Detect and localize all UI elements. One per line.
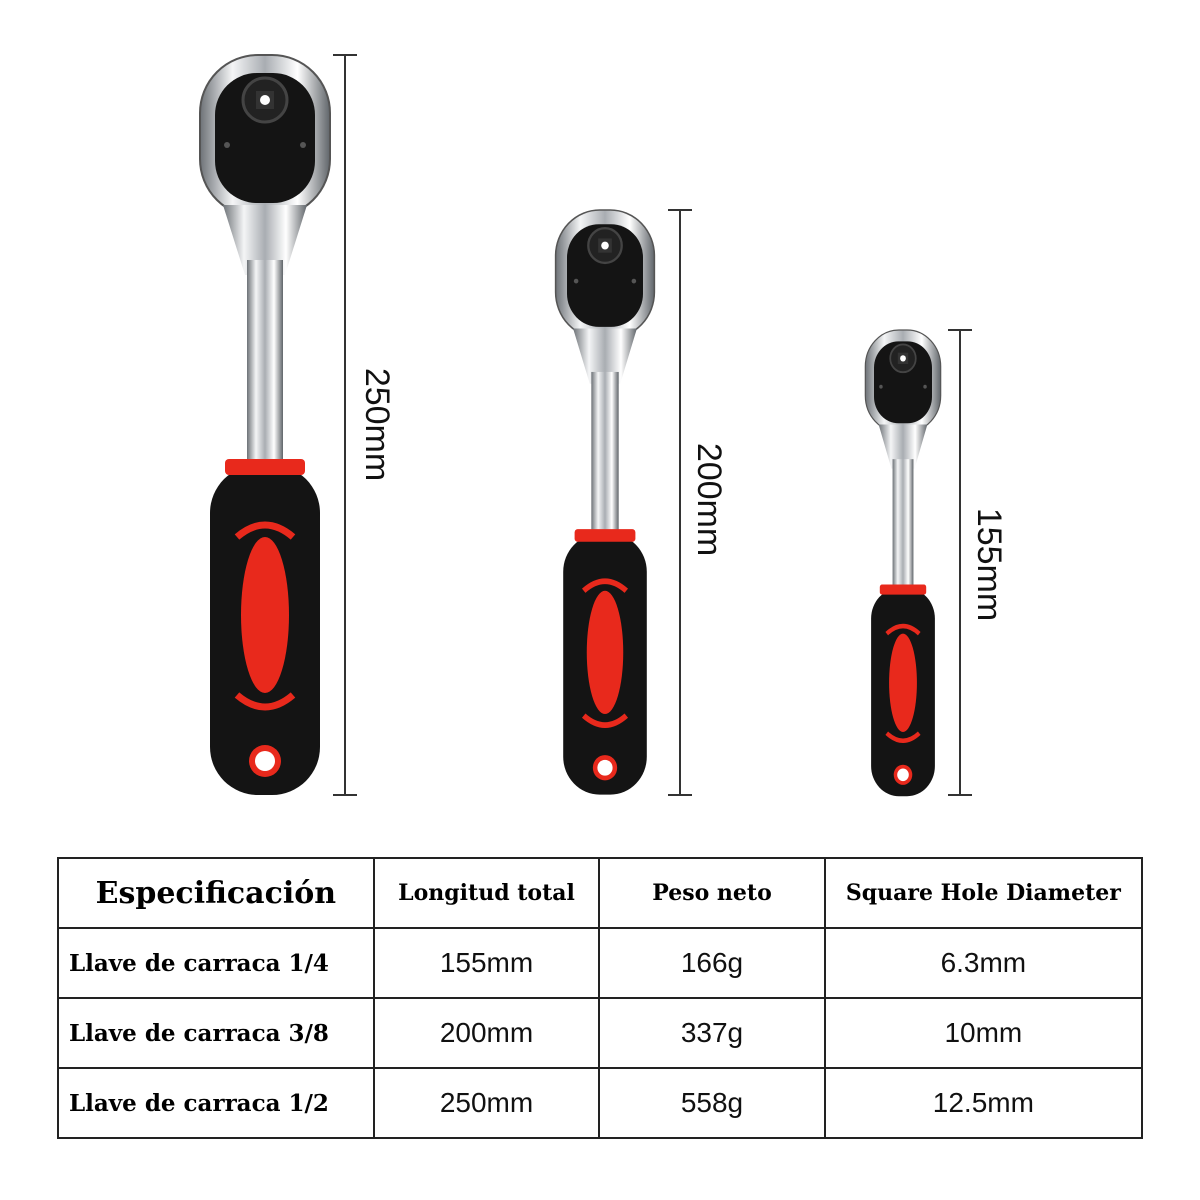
dimension-label-large: 250mm bbox=[358, 367, 397, 482]
row-length: 155mm bbox=[372, 927, 601, 999]
row-spec: Llave de carraca 3/8 bbox=[57, 997, 375, 1069]
table-row: Llave de carraca 1/2 250mm 558g 12.5mm bbox=[57, 1067, 1144, 1139]
header-longitud: Longitud total bbox=[372, 857, 601, 929]
dimension-label-small: 155mm bbox=[970, 507, 1009, 622]
header-especificacion: Especificación bbox=[57, 857, 375, 929]
wrench-small bbox=[865, 330, 940, 796]
dimension-lines bbox=[333, 54, 972, 796]
table-row: Llave de carraca 3/8 200mm 337g 10mm bbox=[57, 997, 1144, 1069]
spec-table: Especificación Longitud total Peso neto … bbox=[57, 857, 1144, 1139]
row-weight: 558g bbox=[598, 1067, 826, 1139]
table-row: Llave de carraca 1/4 155mm 166g 6.3mm bbox=[57, 927, 1144, 999]
row-hole: 12.5mm bbox=[823, 1067, 1144, 1139]
row-hole: 6.3mm bbox=[823, 927, 1144, 999]
table-header-row: Especificación Longitud total Peso neto … bbox=[57, 857, 1144, 929]
row-length: 200mm bbox=[372, 997, 601, 1069]
header-square-hole: Square Hole Diameter bbox=[823, 857, 1144, 929]
row-hole: 10mm bbox=[823, 997, 1144, 1069]
row-spec: Llave de carraca 1/2 bbox=[57, 1067, 375, 1139]
wrench-medium bbox=[556, 210, 655, 795]
row-weight: 166g bbox=[598, 927, 826, 999]
row-length: 250mm bbox=[372, 1067, 601, 1139]
row-spec: Llave de carraca 1/4 bbox=[57, 927, 375, 999]
wrench-large bbox=[200, 55, 330, 795]
header-peso: Peso neto bbox=[598, 857, 826, 929]
dimension-label-medium: 200mm bbox=[690, 442, 729, 557]
row-weight: 337g bbox=[598, 997, 826, 1069]
